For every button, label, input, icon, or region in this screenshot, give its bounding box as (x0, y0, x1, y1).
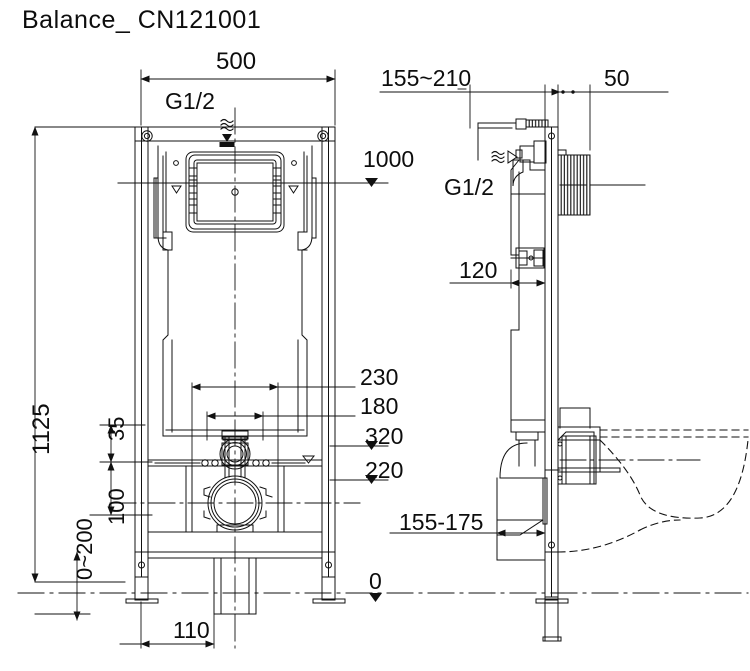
label-side-inlet-thread: G1/2 (444, 174, 494, 200)
elevation-320: 320 (365, 423, 404, 449)
dimension-height-overall: 1125 (28, 403, 55, 455)
dimension-wall-distance: 155~210 (381, 65, 472, 91)
side-brackets (153, 155, 317, 251)
dimension-height-adjust: 0~200 (72, 518, 97, 580)
dimension-frame-depth: 120 (459, 257, 498, 283)
wc-bowl-outline (557, 429, 749, 553)
dimension-bracket-offset: 35 (104, 416, 129, 441)
elevation-220: 220 (365, 457, 404, 483)
dimension-width-overall: 500 (216, 48, 257, 75)
lower-struts (185, 465, 285, 533)
elevation-0: 0 (369, 568, 382, 594)
frame-feet (125, 551, 346, 604)
label-front-inlet-thread: G1/2 (165, 88, 215, 114)
support-rail-adjusters (154, 455, 316, 467)
side-centre-lines (559, 184, 701, 461)
dimension-outlet-width: 230 (360, 364, 399, 390)
side-dimension-lines (379, 84, 669, 549)
front-centre-lines (109, 107, 361, 649)
side-view-geometry (477, 118, 621, 642)
dimension-pipe-width: 180 (360, 393, 399, 419)
page-title: Balance_ CN121001 (22, 6, 262, 34)
wall-flange (557, 149, 641, 216)
soil-outlet (203, 475, 273, 533)
inlet-valve-symbol (219, 118, 235, 147)
dimension-foot-offset: 110 (173, 617, 210, 643)
dimension-bracket-spacing: 100 (104, 488, 129, 525)
elevation-1000: 1000 (363, 146, 415, 172)
dimension-flange-depth: 50 (604, 65, 630, 91)
dimension-outlet-projection: 155-175 (399, 509, 484, 535)
